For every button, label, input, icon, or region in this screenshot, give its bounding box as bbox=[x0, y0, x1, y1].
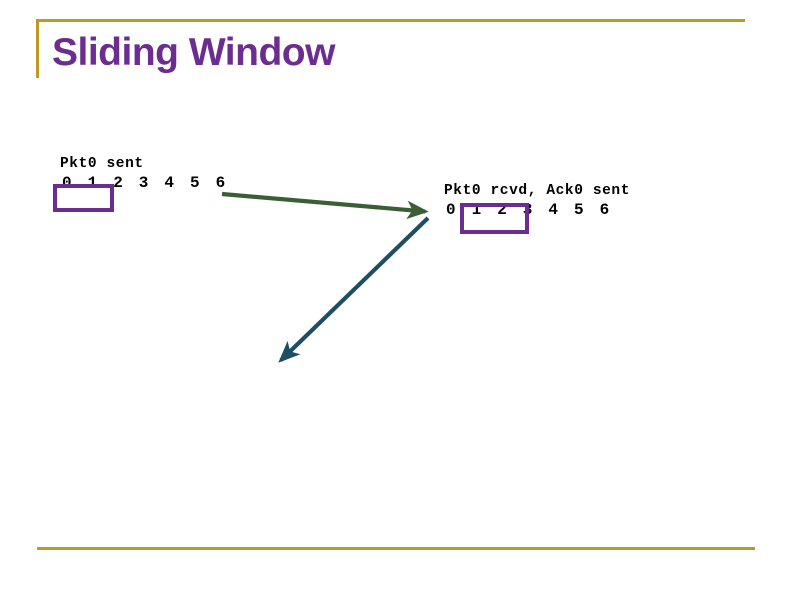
receiver-window-box bbox=[460, 203, 529, 234]
receiver-state-label: Pkt0 rcvd, Ack0 sent bbox=[444, 183, 631, 199]
bottom-accent-rule bbox=[37, 547, 755, 550]
sender-sequence-block: Pkt0 sent 0 1 2 3 4 5 6 bbox=[60, 156, 228, 194]
page-title: Sliding Window bbox=[52, 31, 335, 74]
top-accent-rule bbox=[36, 19, 745, 22]
sender-sequence-numbers: 0 1 2 3 4 5 6 bbox=[62, 174, 229, 192]
sender-window-box bbox=[53, 184, 114, 212]
data-arrow bbox=[221, 191, 429, 220]
sender-state-label: Pkt0 sent bbox=[60, 156, 144, 172]
left-accent-rule bbox=[36, 19, 39, 78]
ack-arrow bbox=[278, 216, 430, 363]
